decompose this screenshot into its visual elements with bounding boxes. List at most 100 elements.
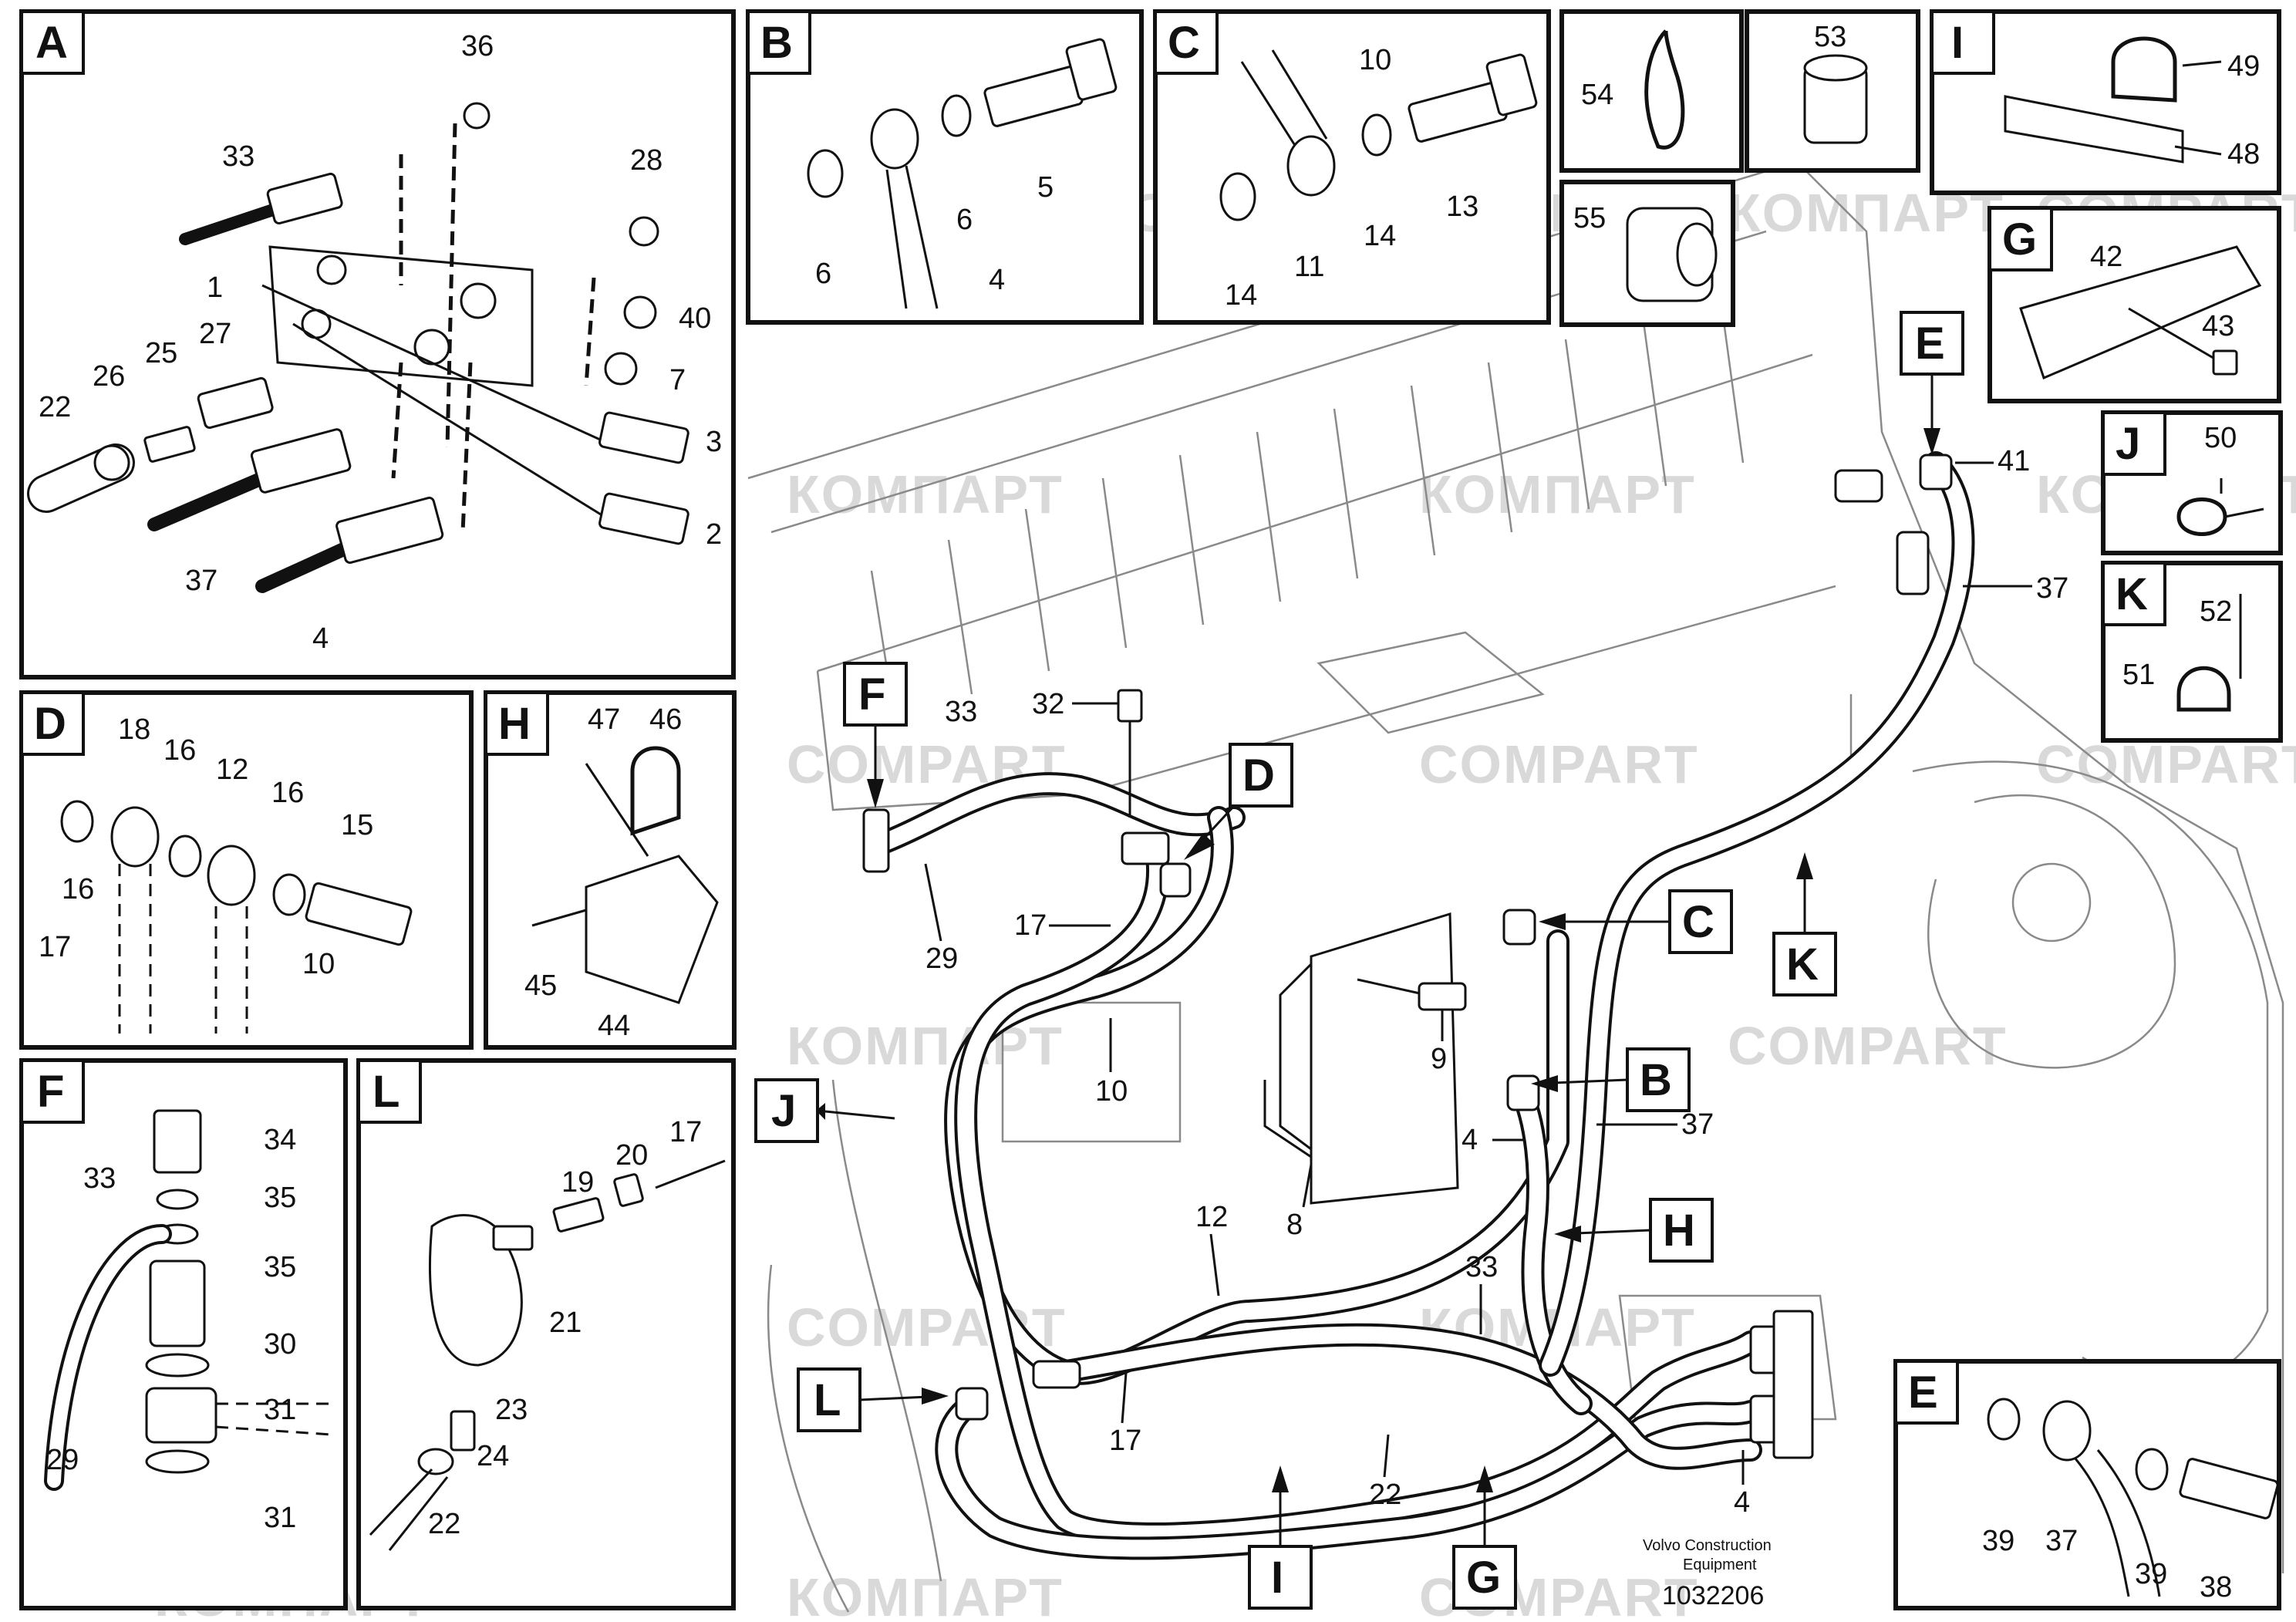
svg-text:5: 5 (1037, 171, 1054, 204)
svg-text:31: 31 (264, 1502, 296, 1534)
svg-text:COMPART: COMPART (1419, 734, 1699, 794)
svg-text:B: B (760, 18, 793, 68)
svg-text:КОМПАРТ: КОМПАРТ (1419, 464, 1696, 524)
svg-text:33: 33 (83, 1162, 116, 1195)
svg-text:28: 28 (630, 144, 663, 177)
panel-e: E 39 37 39 38 (1893, 1359, 2281, 1610)
panel-a-labels: 36 33 28 1 40 27 25 26 22 7 3 37 2 4 (39, 30, 722, 655)
svg-text:30: 30 (264, 1328, 296, 1361)
svg-text:22: 22 (1369, 1479, 1401, 1511)
svg-text:D: D (1242, 750, 1275, 801)
svg-text:43: 43 (2202, 310, 2234, 342)
main-engine-view: F D E C K J B H L I G 33 32 41 37 29 17 … (747, 160, 2284, 1613)
panel-i: I 49 48 (1930, 9, 2281, 195)
svg-text:J: J (771, 1086, 796, 1136)
panel-54: 54 (1559, 9, 1744, 173)
svg-text:15: 15 (341, 809, 373, 841)
svg-text:B: B (1640, 1055, 1672, 1105)
svg-text:39: 39 (1982, 1525, 2014, 1557)
panel-b: B 5 6 6 4 (746, 9, 1144, 325)
svg-text:11: 11 (1294, 251, 1324, 283)
svg-text:13: 13 (1446, 191, 1478, 223)
pipe-runs (868, 451, 1975, 1560)
svg-text:40: 40 (679, 302, 711, 335)
svg-text:21: 21 (549, 1307, 582, 1339)
svg-text:2: 2 (706, 518, 722, 551)
svg-text:33: 33 (222, 140, 255, 173)
panel-53: 53 (1745, 9, 1920, 173)
svg-text:47: 47 (588, 703, 620, 736)
panel-h: H 47 46 45 44 (484, 690, 737, 1050)
svg-text:16: 16 (62, 873, 94, 905)
tag-e-main: E (1900, 311, 1964, 455)
panel-f: F 34 33 35 35 30 31 29 31 (19, 1058, 348, 1610)
panel-b-labels: 5 6 6 4 (815, 171, 1054, 296)
svg-text:J: J (2116, 419, 2140, 469)
svg-text:23: 23 (495, 1394, 528, 1426)
svg-text:44: 44 (598, 1010, 630, 1042)
svg-text:10: 10 (1095, 1075, 1128, 1108)
svg-text:G: G (1466, 1553, 1501, 1603)
svg-text:L: L (814, 1375, 841, 1425)
svg-text:38: 38 (2200, 1571, 2232, 1603)
panel-c: C 10 13 14 11 14 (1153, 9, 1551, 325)
panel-a: A 36 33 28 1 40 27 25 26 (19, 9, 736, 679)
svg-text:КОМПАРТ: КОМПАРТ (787, 1567, 1064, 1622)
svg-text:50: 50 (2204, 422, 2237, 454)
svg-text:D: D (34, 699, 66, 749)
svg-text:14: 14 (1225, 279, 1257, 312)
svg-text:16: 16 (271, 777, 304, 809)
svg-text:10: 10 (1359, 44, 1391, 76)
svg-text:49: 49 (2227, 50, 2260, 83)
svg-text:12: 12 (1195, 1201, 1228, 1233)
svg-text:19: 19 (561, 1166, 594, 1199)
tag-d-main: D (1184, 743, 1293, 860)
svg-text:17: 17 (39, 931, 71, 963)
svg-text:52: 52 (2200, 595, 2232, 628)
svg-text:17: 17 (669, 1116, 702, 1148)
tag-f-main: F (843, 662, 908, 808)
svg-text:37: 37 (2045, 1525, 2078, 1557)
svg-text:I: I (1271, 1553, 1283, 1603)
panel-d-labels: 18 16 12 16 15 16 17 10 (39, 713, 373, 980)
svg-text:51: 51 (2122, 659, 2155, 691)
main-fittings (862, 454, 1953, 1459)
panel-j: J 50 (2101, 410, 2283, 555)
main-callout-tags: F D E C K J B H L I G (754, 311, 1964, 1610)
svg-text:41: 41 (1998, 445, 2030, 477)
panel-55: 55 (1559, 180, 1735, 327)
svg-text:17: 17 (1014, 909, 1047, 942)
svg-text:24: 24 (477, 1440, 509, 1472)
svg-text:26: 26 (93, 360, 125, 393)
svg-text:10: 10 (302, 948, 335, 980)
svg-text:8: 8 (1286, 1209, 1303, 1241)
svg-text:17: 17 (1109, 1425, 1141, 1457)
bracket-plate-8 (1263, 912, 1459, 1205)
svg-text:F: F (37, 1067, 64, 1117)
svg-text:4: 4 (312, 622, 329, 655)
svg-text:6: 6 (956, 204, 973, 236)
svg-text:39: 39 (2135, 1558, 2167, 1590)
svg-text:37: 37 (1681, 1108, 1714, 1141)
svg-text:53: 53 (1814, 21, 1846, 53)
svg-text:37: 37 (185, 565, 217, 597)
panel-a-letter: A (35, 18, 68, 68)
panel-h-labels: 47 46 45 44 (524, 703, 682, 1042)
svg-text:F: F (858, 669, 885, 720)
tag-l-main: L (797, 1367, 949, 1432)
svg-text:COMPART: COMPART (1728, 1016, 2008, 1076)
svg-text:20: 20 (615, 1139, 648, 1172)
svg-text:35: 35 (264, 1251, 296, 1283)
svg-text:29: 29 (46, 1444, 79, 1476)
svg-text:C: C (1682, 897, 1714, 947)
tag-k-main: K (1772, 852, 1837, 996)
svg-text:33: 33 (1465, 1251, 1498, 1283)
svg-text:L: L (373, 1067, 400, 1117)
panel-a-letter-box (20, 10, 85, 75)
svg-text:КОМПАРТ: КОМПАРТ (787, 1016, 1064, 1076)
svg-text:32: 32 (1032, 688, 1064, 720)
panel-l-labels: 20 17 19 21 23 24 22 (428, 1116, 702, 1540)
tag-c-main: C (1539, 889, 1733, 954)
svg-text:K: K (1786, 939, 1819, 990)
svg-text:1032206: 1032206 (1662, 1581, 1764, 1610)
